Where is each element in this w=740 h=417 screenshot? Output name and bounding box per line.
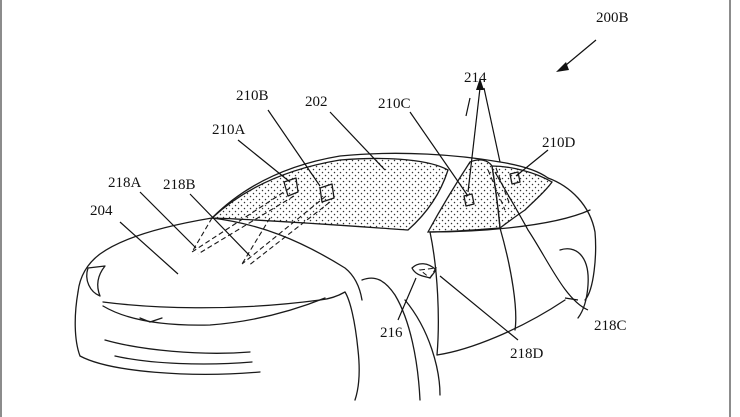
car-body: [74, 152, 597, 401]
side-mirror: [411, 263, 437, 279]
beam-c-dash: [487, 169, 506, 211]
label-218b: 218B: [163, 177, 196, 193]
leader-216: [397, 277, 417, 321]
leader-218b: [189, 193, 251, 257]
label-figure-id: 200B: [596, 10, 629, 26]
roofline: [211, 152, 549, 219]
leader-lines: [119, 39, 597, 341]
leader-218a: [139, 191, 197, 249]
headlight: [86, 265, 106, 297]
label-204: 204: [90, 203, 113, 219]
label-210b: 210B: [236, 88, 269, 104]
leader-204: [119, 221, 179, 275]
arrow-214-a: [465, 97, 471, 117]
label-202: 202: [305, 94, 328, 110]
beam-a-left: [191, 187, 291, 253]
hood-front-edge: [77, 217, 213, 293]
leader-202: [329, 111, 386, 171]
leader-214-b: [483, 87, 501, 163]
label-216: 216: [380, 325, 403, 341]
mirror-sensor: [418, 267, 438, 279]
beam-a-outer: [191, 217, 213, 253]
sensor-210c: [463, 193, 475, 207]
label-214: 214: [464, 70, 487, 86]
nose-line-bottom: [102, 297, 326, 326]
sensor-210a: [283, 177, 299, 197]
beam-b-left: [241, 195, 327, 265]
leader-218c-tip: [564, 297, 579, 301]
leader-218d: [439, 275, 519, 341]
leader-210c: [409, 111, 469, 197]
rocker: [436, 299, 566, 356]
rear-wheel-arch: [559, 248, 589, 319]
sensor-210d: [509, 171, 521, 185]
label-210a: 210A: [212, 122, 246, 138]
hood-crease: [211, 217, 363, 301]
rear-side-window: [491, 165, 553, 230]
front-wheel-arch: [361, 277, 421, 401]
sensor-210b: [319, 183, 335, 203]
leader-210d: [515, 149, 549, 177]
arrow-head-214: [476, 78, 484, 90]
label-218a: 218A: [108, 175, 142, 191]
door-front-line: [404, 299, 441, 396]
leader-210b: [267, 109, 321, 187]
figure-arrow-head: [556, 62, 569, 72]
beam-b-outer: [241, 217, 271, 265]
lower-intake-2: [114, 355, 253, 365]
beam-a-right: [197, 195, 295, 255]
leader-210a: [237, 139, 291, 183]
rear-quarter: [547, 177, 597, 301]
lower-intake: [104, 339, 251, 354]
windshield-and-roof-glass: [210, 157, 449, 231]
front-fender: [344, 291, 360, 401]
nose-line-top: [102, 291, 346, 309]
label-210d: 210D: [542, 135, 576, 151]
label-218d: 218D: [510, 346, 544, 362]
beam-b-right: [247, 201, 331, 267]
label-218c: 218C: [594, 318, 627, 334]
logo-mark: [139, 317, 163, 323]
door-seam-rear: [499, 227, 517, 331]
bumper: [74, 291, 261, 375]
leader-214-a: [467, 87, 481, 193]
label-210c: 210C: [378, 96, 411, 112]
leader-218c: [494, 171, 589, 311]
door-seam-front: [429, 231, 439, 356]
